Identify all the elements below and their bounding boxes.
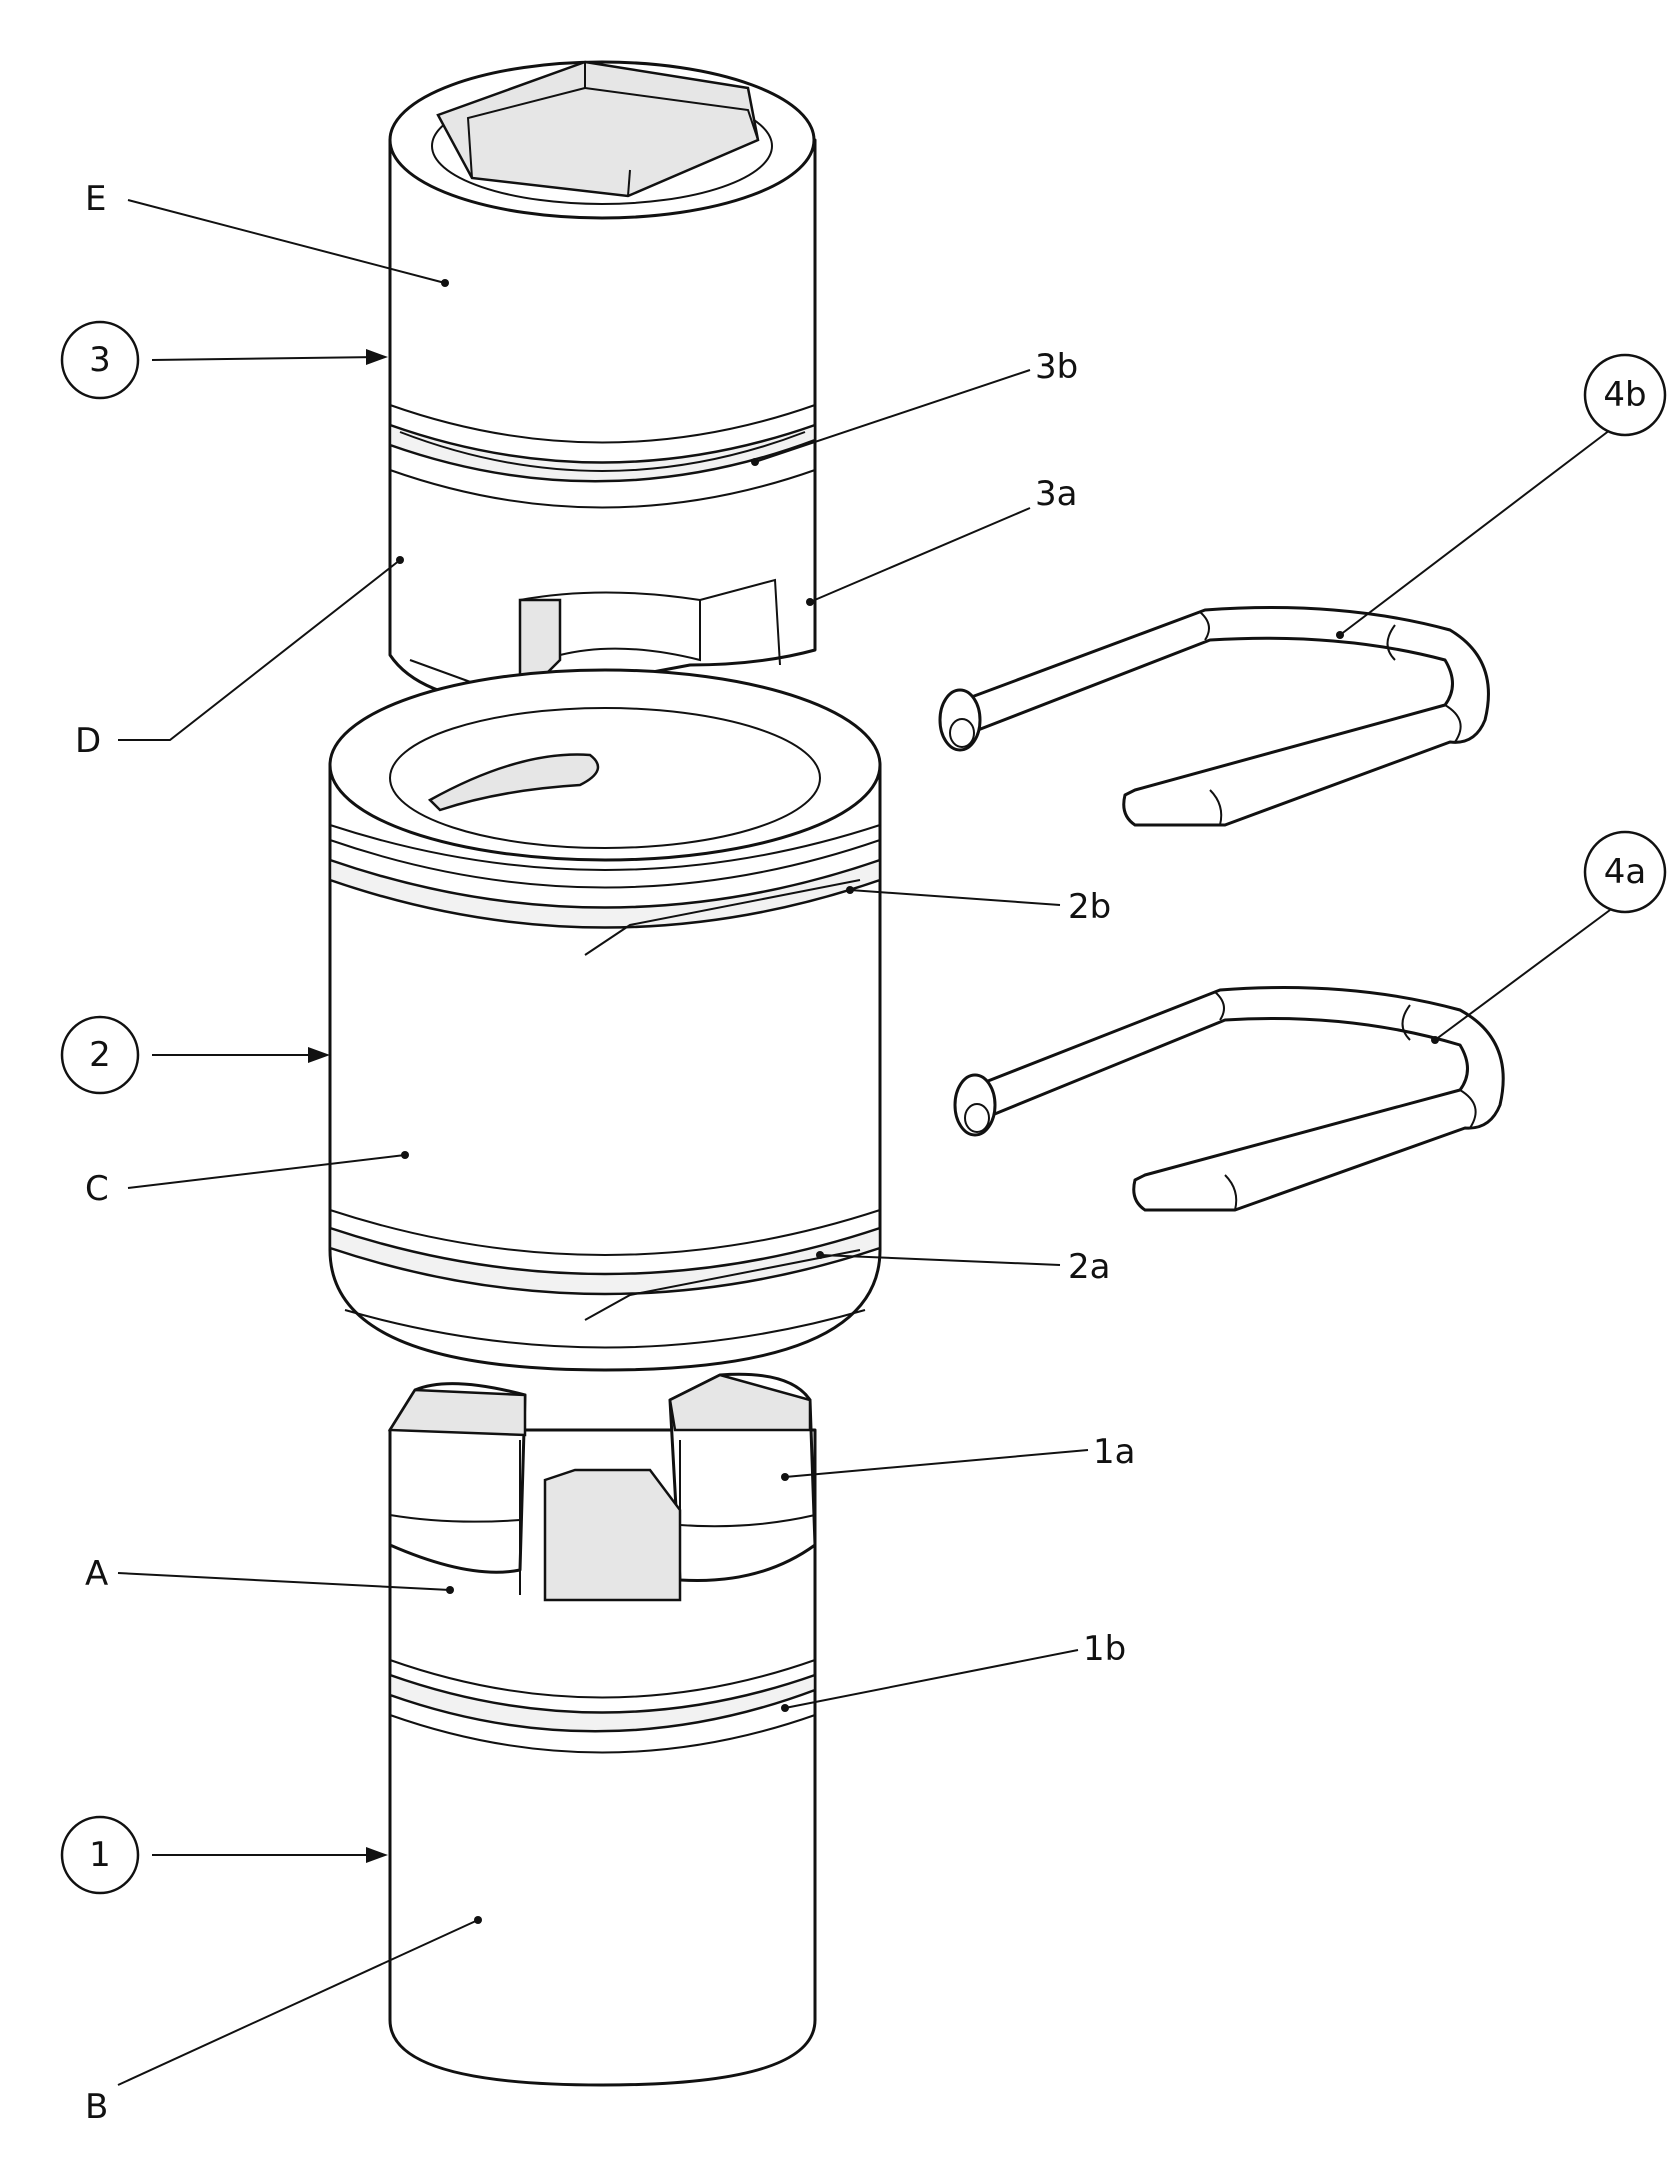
svg-text:3: 3	[89, 340, 111, 380]
label-2a: 2a	[1068, 1247, 1110, 1287]
part-1-bottom-socket	[387, 1372, 817, 2087]
label-2b: 2b	[1068, 887, 1111, 927]
circled-labels: 3 4b 4a 2 1	[60, 320, 1667, 1895]
label-E: E	[85, 179, 106, 219]
svg-text:2: 2	[89, 1035, 111, 1075]
part-2-middle-sleeve	[328, 668, 882, 1372]
leader-lines	[117, 199, 1611, 2086]
svg-text:4a: 4a	[1604, 852, 1646, 892]
svg-text:1: 1	[89, 1835, 111, 1875]
svg-text:4b: 4b	[1603, 375, 1646, 415]
label-3a: 3a	[1035, 474, 1077, 514]
circled-label-3: 3	[60, 320, 140, 400]
clip-4b	[938, 606, 1490, 827]
label-D: D	[75, 721, 101, 761]
label-3b: 3b	[1035, 347, 1078, 387]
label-A: A	[85, 1554, 108, 1594]
clip-4a	[953, 986, 1505, 1212]
letter-labels: E 3b 3a D 2b C 2a 1a A 1b B	[75, 179, 1135, 2127]
circled-label-4a: 4a	[1583, 830, 1667, 914]
circled-label-2: 2	[60, 1015, 140, 1095]
part-3-top-socket	[388, 60, 817, 707]
circled-label-1: 1	[60, 1815, 140, 1895]
label-B: B	[85, 2087, 108, 2127]
circled-label-4b: 4b	[1583, 353, 1667, 437]
label-1b: 1b	[1083, 1629, 1126, 1669]
label-C: C	[85, 1169, 109, 1209]
label-1a: 1a	[1093, 1432, 1135, 1472]
